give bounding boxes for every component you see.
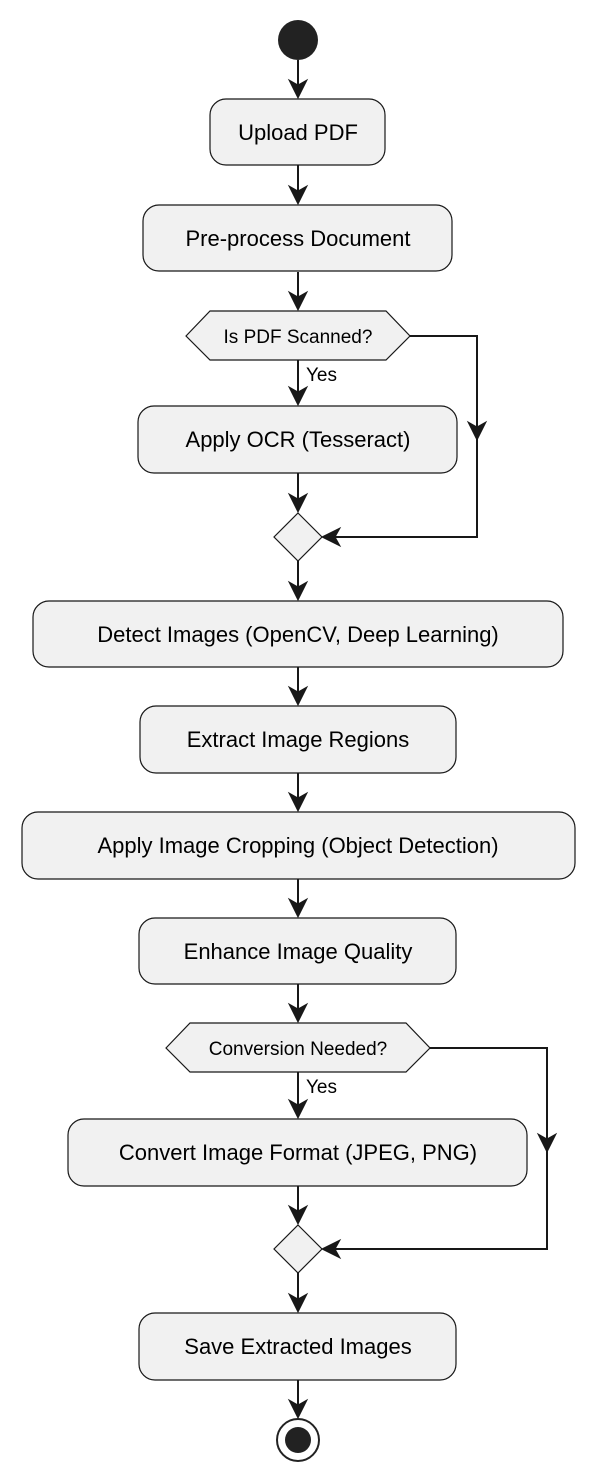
- arrowhead: [287, 580, 309, 602]
- start-node: [278, 20, 318, 60]
- activity-label: Save Extracted Images: [184, 1334, 411, 1359]
- arrowhead: [287, 1204, 309, 1226]
- decision-shape: [165, 1022, 431, 1073]
- merge-node: [273, 512, 323, 562]
- activity-label: Apply OCR (Tesseract): [186, 427, 411, 452]
- activity-box: [21, 811, 576, 880]
- arrowhead: [287, 492, 309, 514]
- activity-upload-pdf: Upload PDF: [209, 98, 386, 166]
- activity-preprocess-document: Pre-process Document: [142, 204, 453, 272]
- decision-label: Is PDF Scanned?: [224, 327, 373, 348]
- activity-box: [139, 705, 457, 774]
- arrowhead: [466, 420, 488, 442]
- merge-node: [273, 1224, 323, 1274]
- arrowhead: [287, 791, 309, 813]
- arrowhead: [287, 1002, 309, 1024]
- decision-is-pdf-scanned: Is PDF Scanned?: [185, 310, 411, 361]
- arrowhead: [287, 1098, 309, 1120]
- arrowhead: [320, 1238, 342, 1260]
- activity-save-extracted-images: Save Extracted Images: [138, 1312, 457, 1381]
- activity-box: [32, 600, 564, 668]
- arrowhead: [287, 1398, 309, 1420]
- activity-label: Apply Image Cropping (Object Detection): [97, 833, 498, 858]
- arrowhead: [287, 897, 309, 919]
- activity-box: [142, 204, 453, 272]
- arrowhead: [287, 290, 309, 312]
- arrowhead: [287, 184, 309, 206]
- activity-label: Extract Image Regions: [187, 727, 410, 752]
- activity-label: Convert Image Format (JPEG, PNG): [119, 1140, 477, 1165]
- arrowhead: [536, 1132, 558, 1154]
- activity-label: Upload PDF: [238, 120, 358, 145]
- arrowhead: [287, 685, 309, 707]
- branch-yes-label: Yes: [306, 1077, 337, 1098]
- end-node-core: [285, 1427, 311, 1453]
- activity-label: Pre-process Document: [186, 226, 411, 251]
- activity-box: [138, 1312, 457, 1381]
- arrowhead: [320, 526, 342, 548]
- activity-apply-image-cropping: Apply Image Cropping (Object Detection): [21, 811, 576, 880]
- decision-label: Conversion Needed?: [209, 1039, 388, 1060]
- branch-yes-label: Yes: [306, 365, 337, 386]
- activity-detect-images: Detect Images (OpenCV, Deep Learning): [32, 600, 564, 668]
- activity-enhance-image-quality: Enhance Image Quality: [138, 917, 457, 985]
- decision-conversion-needed: Conversion Needed?: [165, 1022, 431, 1073]
- activity-apply-ocr: Apply OCR (Tesseract): [137, 405, 458, 474]
- arrowhead: [287, 78, 309, 100]
- activity-extract-image-regions: Extract Image Regions: [139, 705, 457, 774]
- activity-box: [138, 917, 457, 985]
- activity-box: [67, 1118, 528, 1187]
- activity-convert-image-format: Convert Image Format (JPEG, PNG): [67, 1118, 528, 1187]
- activity-label: Detect Images (OpenCV, Deep Learning): [97, 622, 499, 647]
- arrowhead: [287, 1292, 309, 1314]
- arrowhead: [287, 385, 309, 407]
- activity-box: [137, 405, 458, 474]
- decision-shape: [185, 310, 411, 361]
- end-node: [276, 1418, 320, 1462]
- arrowheads: [287, 78, 558, 1420]
- activity-box: [209, 98, 386, 166]
- activity-label: Enhance Image Quality: [184, 939, 413, 964]
